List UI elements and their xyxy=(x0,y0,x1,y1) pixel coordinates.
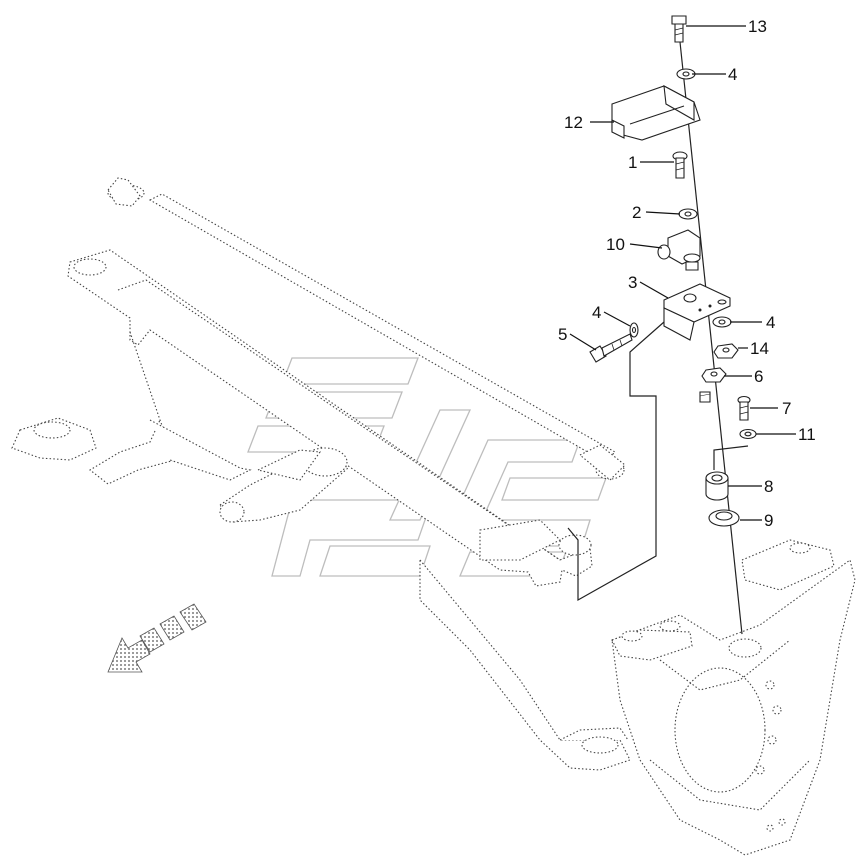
part-11-washer xyxy=(739,428,757,440)
callout-4: 4 xyxy=(766,313,775,332)
part-9-seal-ring xyxy=(708,509,740,527)
chassis-frame-outline xyxy=(11,249,631,771)
travel-direction-arrow-icon xyxy=(107,603,207,673)
callout-2: 2 xyxy=(632,203,641,222)
steering-knuckle-housing-outline xyxy=(611,539,856,856)
callout-1: 1 xyxy=(628,153,637,172)
callout-5: 5 xyxy=(558,325,567,344)
part-1-screw xyxy=(672,151,688,179)
part-6-nut xyxy=(701,367,727,383)
callout-12: 12 xyxy=(564,113,583,132)
callout-9: 9 xyxy=(764,511,773,530)
part-13-bolt xyxy=(671,15,687,43)
part-4-washer-right xyxy=(712,316,732,328)
part-10-sensor xyxy=(657,229,701,271)
assembly-axis-line xyxy=(679,41,743,635)
callout-11: 11 xyxy=(798,425,816,444)
callout-7: 7 xyxy=(782,399,791,418)
callout-4: 4 xyxy=(728,65,737,84)
callout-10: 10 xyxy=(606,235,625,254)
part-12-cover xyxy=(611,85,701,141)
callout-leaders xyxy=(569,25,796,521)
steering-cylinder-outline xyxy=(107,177,626,481)
callout-3: 3 xyxy=(628,273,637,292)
callout-numbers: 13 4 12 1 2 10 3 4 4 5 14 6 7 11 8 9 xyxy=(558,17,816,530)
part-4-washer-top xyxy=(676,68,696,80)
callout-6: 6 xyxy=(754,367,763,386)
part-2-washer xyxy=(678,208,698,220)
callout-4: 4 xyxy=(592,303,601,322)
callout-13: 13 xyxy=(748,17,767,36)
part-5-bolt xyxy=(589,333,633,363)
callout-8: 8 xyxy=(764,477,773,496)
part-14-nut xyxy=(713,343,739,359)
sensor-linkage-rod xyxy=(567,321,749,602)
threaded-stud xyxy=(699,391,711,403)
callout-14: 14 xyxy=(750,339,769,358)
part-7-screw xyxy=(737,395,751,421)
axle-stub-outline xyxy=(219,447,349,523)
part-8-bushing xyxy=(705,471,729,501)
part-4-washer-side xyxy=(629,322,639,338)
part-3-bracket xyxy=(663,283,731,341)
